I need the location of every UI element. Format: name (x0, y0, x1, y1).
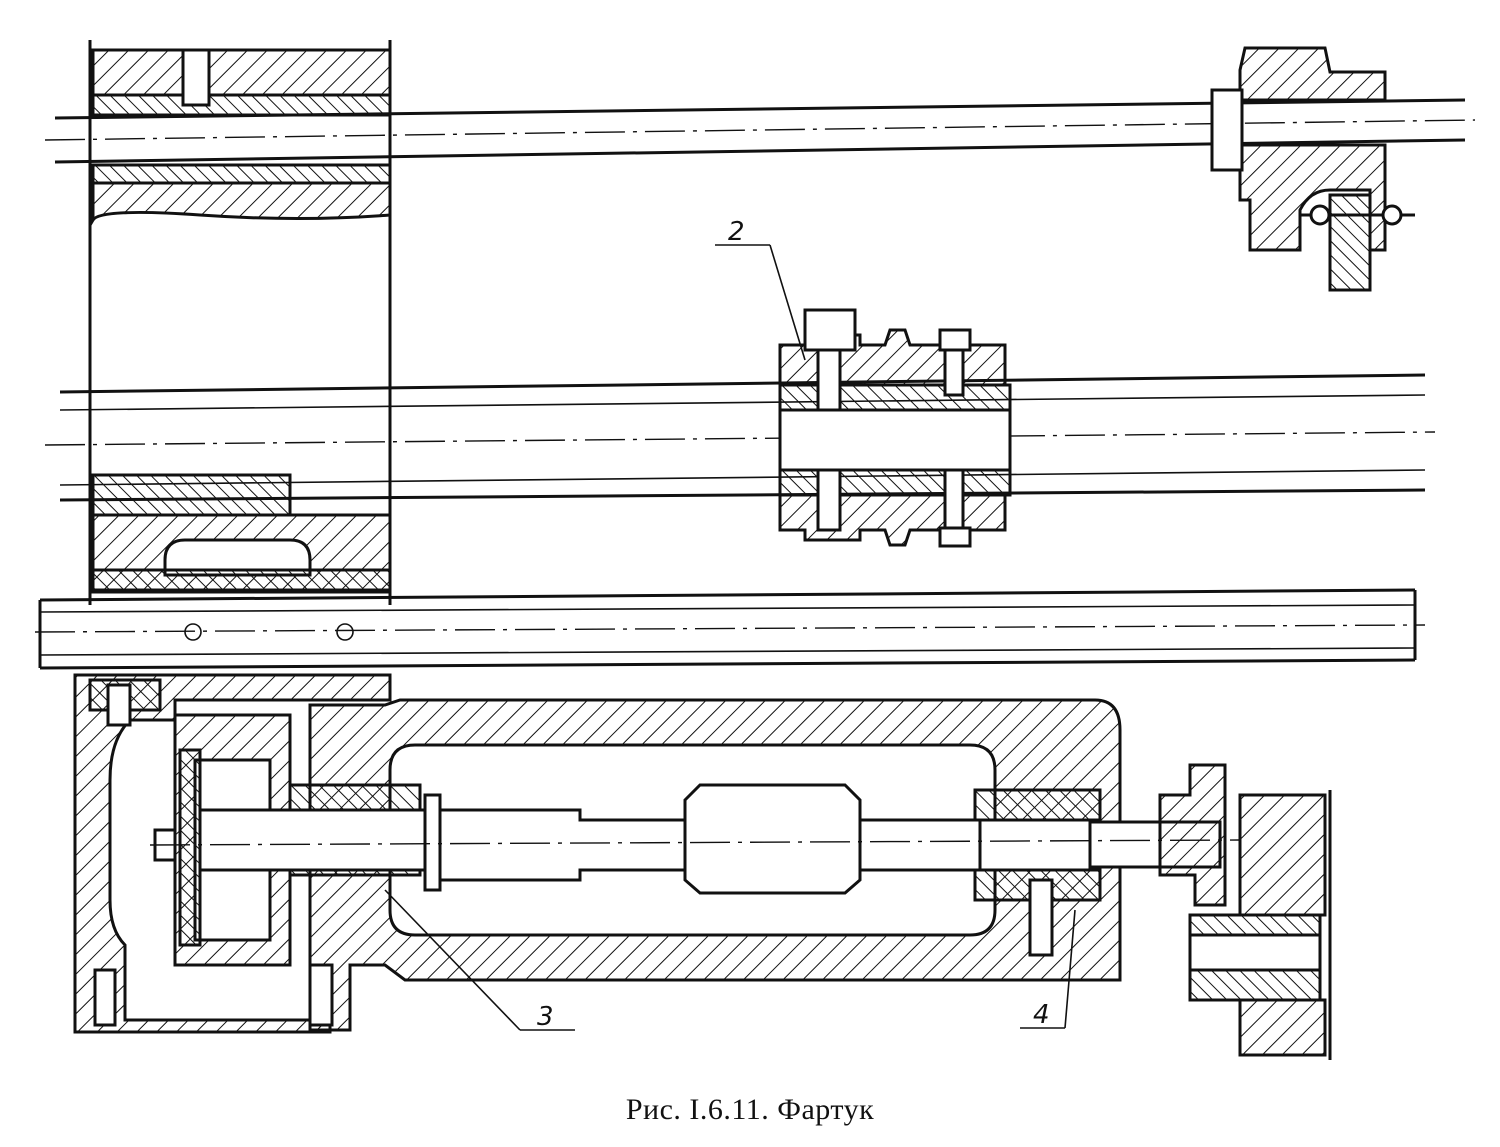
label-2: 2 (728, 217, 745, 247)
screw-icon (181, 48, 211, 107)
right-flange-assembly (1158, 763, 1332, 1060)
bolt-icon (803, 308, 857, 352)
sleeve (683, 783, 862, 895)
upper-right-bracket (1210, 46, 1415, 292)
screw-icon (308, 963, 334, 1027)
label-3: 3 (537, 1002, 554, 1032)
screw-icon (93, 968, 117, 1027)
coupling-assembly (778, 308, 1012, 548)
middle-shaft (44, 373, 1436, 594)
callout-3: 3 (384, 889, 575, 1032)
screw-icon (106, 683, 132, 727)
inner-shaft (149, 783, 1241, 957)
figure-caption: Рис. I.6.11. Фартук (625, 1093, 875, 1126)
callout-2: 2 (715, 217, 806, 361)
label-4: 4 (1033, 1000, 1050, 1030)
callout-4: 4 (1020, 909, 1076, 1030)
lower-shaft (34, 588, 1426, 670)
